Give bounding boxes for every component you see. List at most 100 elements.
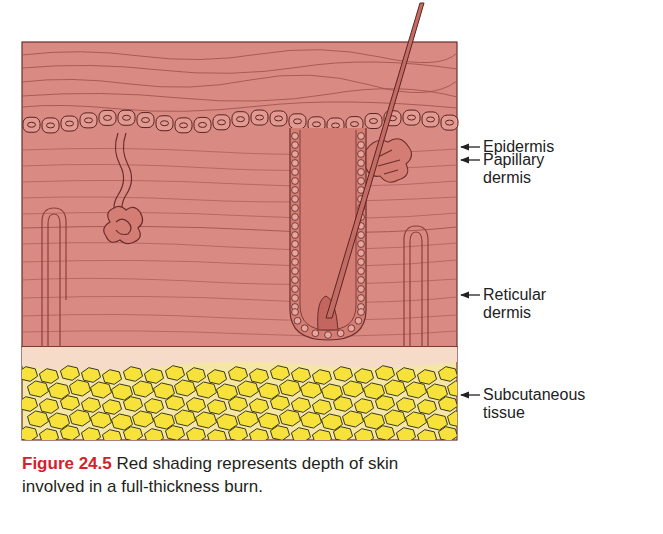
follicle-cell (358, 309, 365, 316)
fat-cell (144, 369, 163, 384)
layer-label: Papillary dermis (483, 151, 595, 187)
fat-cell (249, 399, 268, 414)
follicle-cell (358, 160, 365, 167)
fat-cell (69, 380, 90, 396)
fat-cell (228, 397, 247, 412)
fat-cell (165, 426, 184, 440)
fat-cell (81, 398, 100, 413)
cell-nucleus (66, 121, 74, 126)
follicle-cell (292, 178, 299, 185)
fat-cell (22, 427, 38, 440)
basal-cell (99, 110, 116, 125)
fat-cell (39, 429, 58, 440)
basal-cell (441, 115, 458, 130)
follicle-cell (348, 325, 355, 332)
fat-cell (396, 398, 415, 413)
fat-cell (228, 367, 247, 382)
fat-cell (186, 398, 205, 413)
fat-cell (81, 428, 100, 440)
fat-cell (132, 381, 153, 397)
follicle-cell (292, 268, 299, 275)
follicle-cell (292, 160, 299, 167)
fat-cell (396, 428, 415, 440)
follicle-cell (358, 277, 365, 284)
fat-cell (186, 428, 205, 440)
fat-cell (375, 366, 394, 381)
follicle-cell (358, 142, 365, 149)
fat-cell (270, 426, 289, 440)
fat-cell (39, 369, 58, 384)
subcutaneous-ground (22, 347, 457, 440)
follicle-cell (292, 205, 299, 212)
follicle-cell (358, 268, 365, 275)
follicle-cell (358, 250, 365, 257)
follicle-cell (292, 295, 299, 302)
follicle-cell (358, 178, 365, 185)
follicle-cell (292, 151, 299, 158)
fat-cell (102, 430, 121, 440)
cell-nucleus (446, 120, 454, 125)
follicle-cell (292, 223, 299, 230)
basal-cell (251, 110, 268, 125)
follicle-cell (292, 196, 299, 203)
follicle-cell (292, 309, 299, 316)
fat-cell (60, 396, 79, 411)
fat-cell (375, 426, 394, 440)
figure-caption-block: Figure 24.5 Red shading represents depth… (22, 452, 452, 498)
follicle-cell (358, 286, 365, 293)
cell-nucleus (313, 122, 321, 127)
leader-arrows (461, 147, 480, 395)
fat-cell (207, 430, 226, 440)
fat-cell (174, 380, 195, 396)
follicle-cell (292, 187, 299, 194)
fat-cell (186, 368, 205, 383)
follicle-cell (292, 259, 299, 266)
cell-nucleus (427, 117, 435, 122)
follicle-cell (292, 214, 299, 221)
fat-cell (333, 427, 352, 440)
fat-cell (312, 370, 331, 385)
follicle-cell (292, 142, 299, 149)
fat-cell (354, 429, 373, 440)
skin-ground (22, 42, 457, 347)
basal-cell (118, 110, 135, 125)
follicle-cell (292, 232, 299, 239)
fat-cell (438, 397, 457, 412)
fat-cell (447, 411, 457, 427)
cell-nucleus (256, 115, 264, 120)
follicle-cell (292, 277, 299, 284)
follicle-cell (358, 295, 365, 302)
fat-cell (132, 411, 153, 427)
fat-cell (27, 411, 48, 427)
follicle-cell (358, 169, 365, 176)
follicle-cell (292, 133, 299, 140)
basal-cell (232, 112, 249, 127)
cell-nucleus (28, 122, 36, 127)
connective-band (22, 347, 457, 371)
cell-nucleus (275, 116, 283, 121)
fat-cell (279, 380, 300, 396)
layer-label: Subcutaneous tissue (483, 386, 595, 422)
fat-cell (90, 412, 111, 428)
fat-cell (237, 411, 258, 427)
follicle-cell (355, 317, 362, 324)
follicle-cell (337, 330, 344, 337)
fat-cell (144, 429, 163, 440)
basal-cell (156, 116, 173, 131)
fat-cell (249, 429, 268, 440)
fat-cell (312, 400, 331, 415)
fat-cell (195, 412, 216, 428)
fat-cell (123, 367, 142, 382)
follicle-cell (294, 317, 301, 324)
follicle-cell (292, 286, 299, 293)
fat-cell (207, 400, 226, 415)
fat-cell (342, 411, 363, 427)
basal-cell (80, 113, 97, 128)
fat-cell (384, 410, 405, 426)
fat-cell (27, 381, 48, 397)
cell-nucleus (180, 123, 188, 128)
cell-nucleus (408, 115, 416, 120)
follicle-cell (358, 151, 365, 158)
fat-cell (270, 396, 289, 411)
basal-cell (194, 117, 211, 132)
